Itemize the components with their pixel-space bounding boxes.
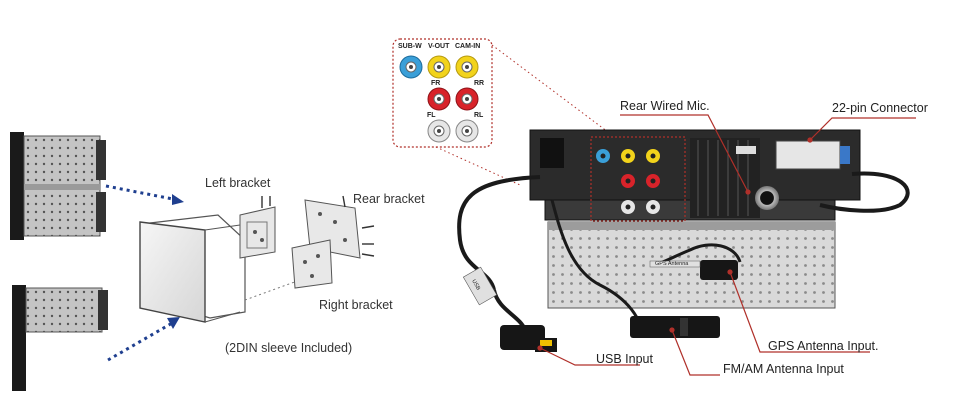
connector-22pin-label: 22-pin Connector (832, 101, 928, 115)
rca-jack-fr (427, 87, 451, 111)
rca-label-rr: RR (474, 80, 485, 87)
rca-jack-rr (455, 87, 479, 111)
rca-jack-v-out (427, 55, 451, 79)
gps-cable-tag: GPS Antenna (655, 261, 689, 267)
fm-am-antenna-label: FM/AM Antenna Input (723, 362, 844, 376)
rca-label-rl: RL (474, 112, 484, 119)
rca-jack-rl (455, 119, 479, 143)
rear-bracket-label: Rear bracket (353, 192, 425, 206)
install-arrow-upper (105, 184, 184, 205)
usb-input-label: USB Input (596, 352, 653, 366)
din-sleeve (139, 214, 301, 323)
left-bracket-label: Left bracket (205, 176, 271, 190)
rca-jack-sub-w (399, 55, 423, 79)
rca-label-fl: FL (427, 112, 436, 119)
head-unit-side-bottom (12, 285, 108, 391)
rca-jack-fl (427, 119, 451, 143)
head-unit-rear-panel (529, 129, 861, 221)
install-arrow-lower (107, 317, 180, 362)
rca-jack-cam-in (455, 55, 479, 79)
sleeve-note: (2DIN sleeve Included) (225, 341, 353, 355)
mic-jack (755, 186, 779, 210)
gps-antenna-label: GPS Antenna Input. (768, 339, 879, 353)
fm-am-antenna-plug (630, 316, 720, 338)
head-unit-side-top (10, 132, 106, 240)
usb-plug (462, 266, 557, 352)
rear-mic-label: Rear Wired Mic. (620, 99, 710, 113)
rca-label-cam-in: CAM-IN (455, 43, 481, 50)
right-bracket-label: Right bracket (319, 298, 393, 312)
rca-label-v-out: V-OUT (428, 43, 450, 50)
rca-label-sub-w: SUB-W (398, 43, 422, 50)
rca-cluster-rear (590, 136, 686, 222)
right-bracket (291, 239, 333, 289)
callout-lines (537, 114, 916, 376)
rca-label-fr: FR (431, 80, 441, 87)
left-bracket (239, 196, 276, 259)
gps-antenna-plug (649, 260, 738, 280)
